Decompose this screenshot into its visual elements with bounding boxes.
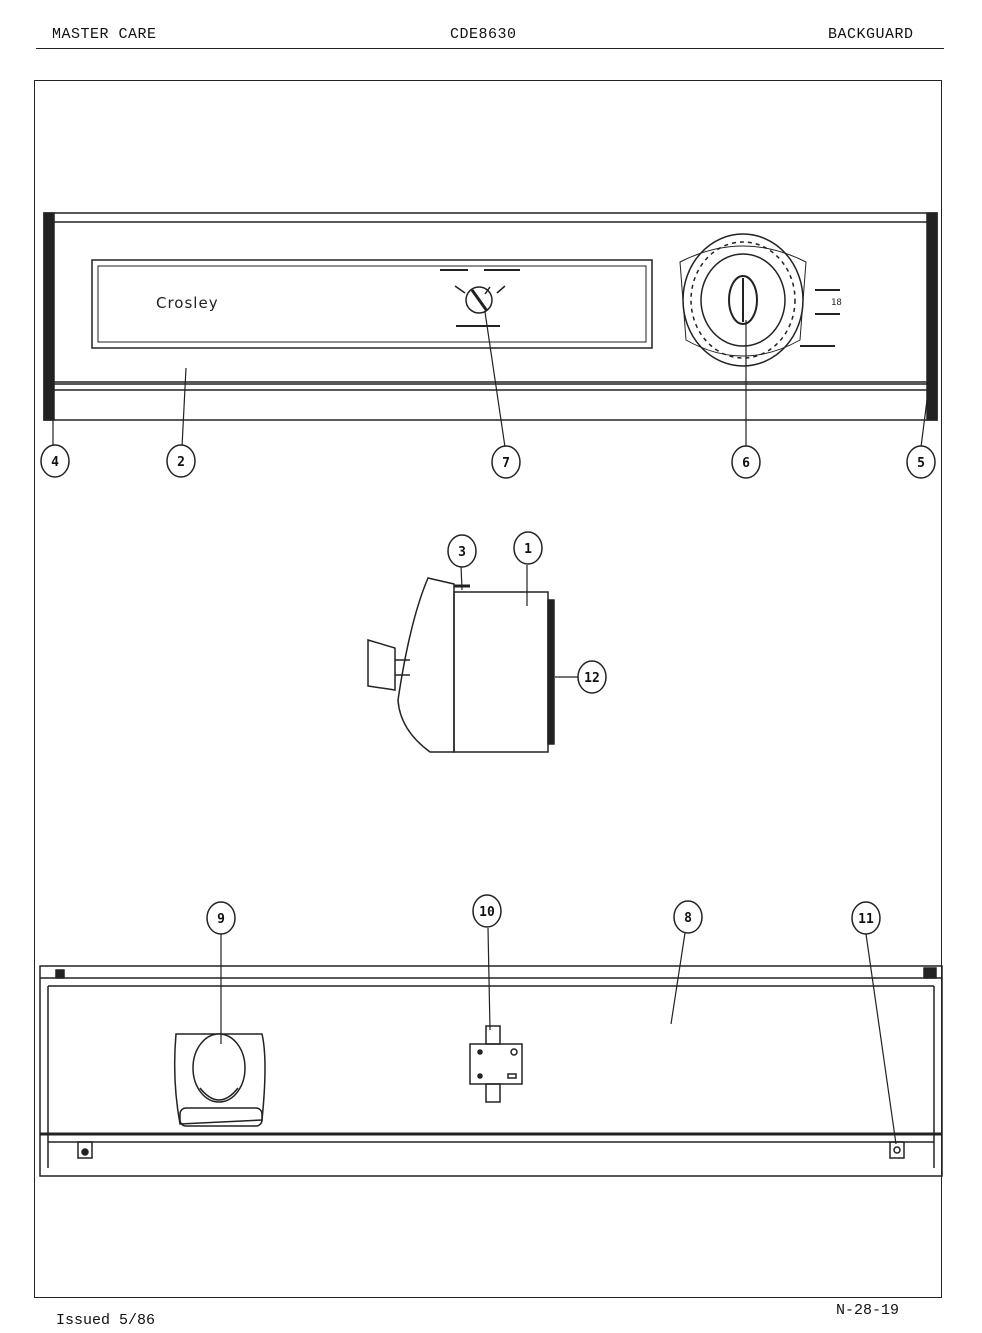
dial-assembly bbox=[367, 577, 555, 753]
timer-dial bbox=[679, 233, 840, 367]
callout-10: 10 bbox=[472, 894, 502, 928]
callout-label: 11 bbox=[858, 912, 874, 927]
backguard-panel bbox=[43, 212, 938, 421]
rear-panel bbox=[39, 965, 943, 1177]
header-left: MASTER CARE bbox=[52, 26, 157, 43]
callout-2: 2 bbox=[166, 444, 196, 478]
fabric-selector-knob bbox=[440, 269, 520, 327]
callout-label: 5 bbox=[917, 456, 925, 471]
callout-label: 6 bbox=[742, 456, 750, 471]
callout-11: 11 bbox=[851, 901, 881, 935]
dial-panel-number: 18 bbox=[831, 298, 842, 308]
callout-label: 8 bbox=[684, 911, 692, 926]
callout-9: 9 bbox=[206, 901, 236, 935]
callout-label: 3 bbox=[458, 545, 466, 560]
callout-label: 1 bbox=[524, 542, 532, 557]
callout-label: 12 bbox=[584, 671, 600, 686]
header-right: BACKGUARD bbox=[828, 26, 914, 43]
callout-label: 7 bbox=[502, 456, 510, 471]
diagram-frame bbox=[34, 80, 942, 1298]
callout-6: 6 bbox=[731, 445, 761, 479]
header-center: CDE8630 bbox=[450, 26, 517, 43]
callout-label: 9 bbox=[217, 912, 225, 927]
leader-lines-middle bbox=[460, 564, 578, 678]
callout-label: 2 bbox=[177, 455, 185, 470]
callout-label: 4 bbox=[51, 455, 59, 470]
callout-3: 3 bbox=[447, 534, 477, 568]
footer-issued: Issued 5/86 bbox=[56, 1312, 156, 1329]
footer-page-code: N-28-19 bbox=[836, 1302, 900, 1319]
callout-4: 4 bbox=[40, 444, 70, 478]
brand-label: Crosley bbox=[156, 294, 219, 312]
leader-lines-top bbox=[52, 311, 929, 448]
callout-12: 12 bbox=[577, 660, 607, 694]
callout-1: 1 bbox=[513, 531, 543, 565]
callout-5: 5 bbox=[906, 445, 936, 479]
callout-8: 8 bbox=[673, 900, 703, 934]
header-rule bbox=[36, 48, 944, 49]
leader-lines-bottom bbox=[220, 927, 897, 1145]
callout-label: 10 bbox=[479, 905, 495, 920]
callout-7: 7 bbox=[491, 445, 521, 479]
